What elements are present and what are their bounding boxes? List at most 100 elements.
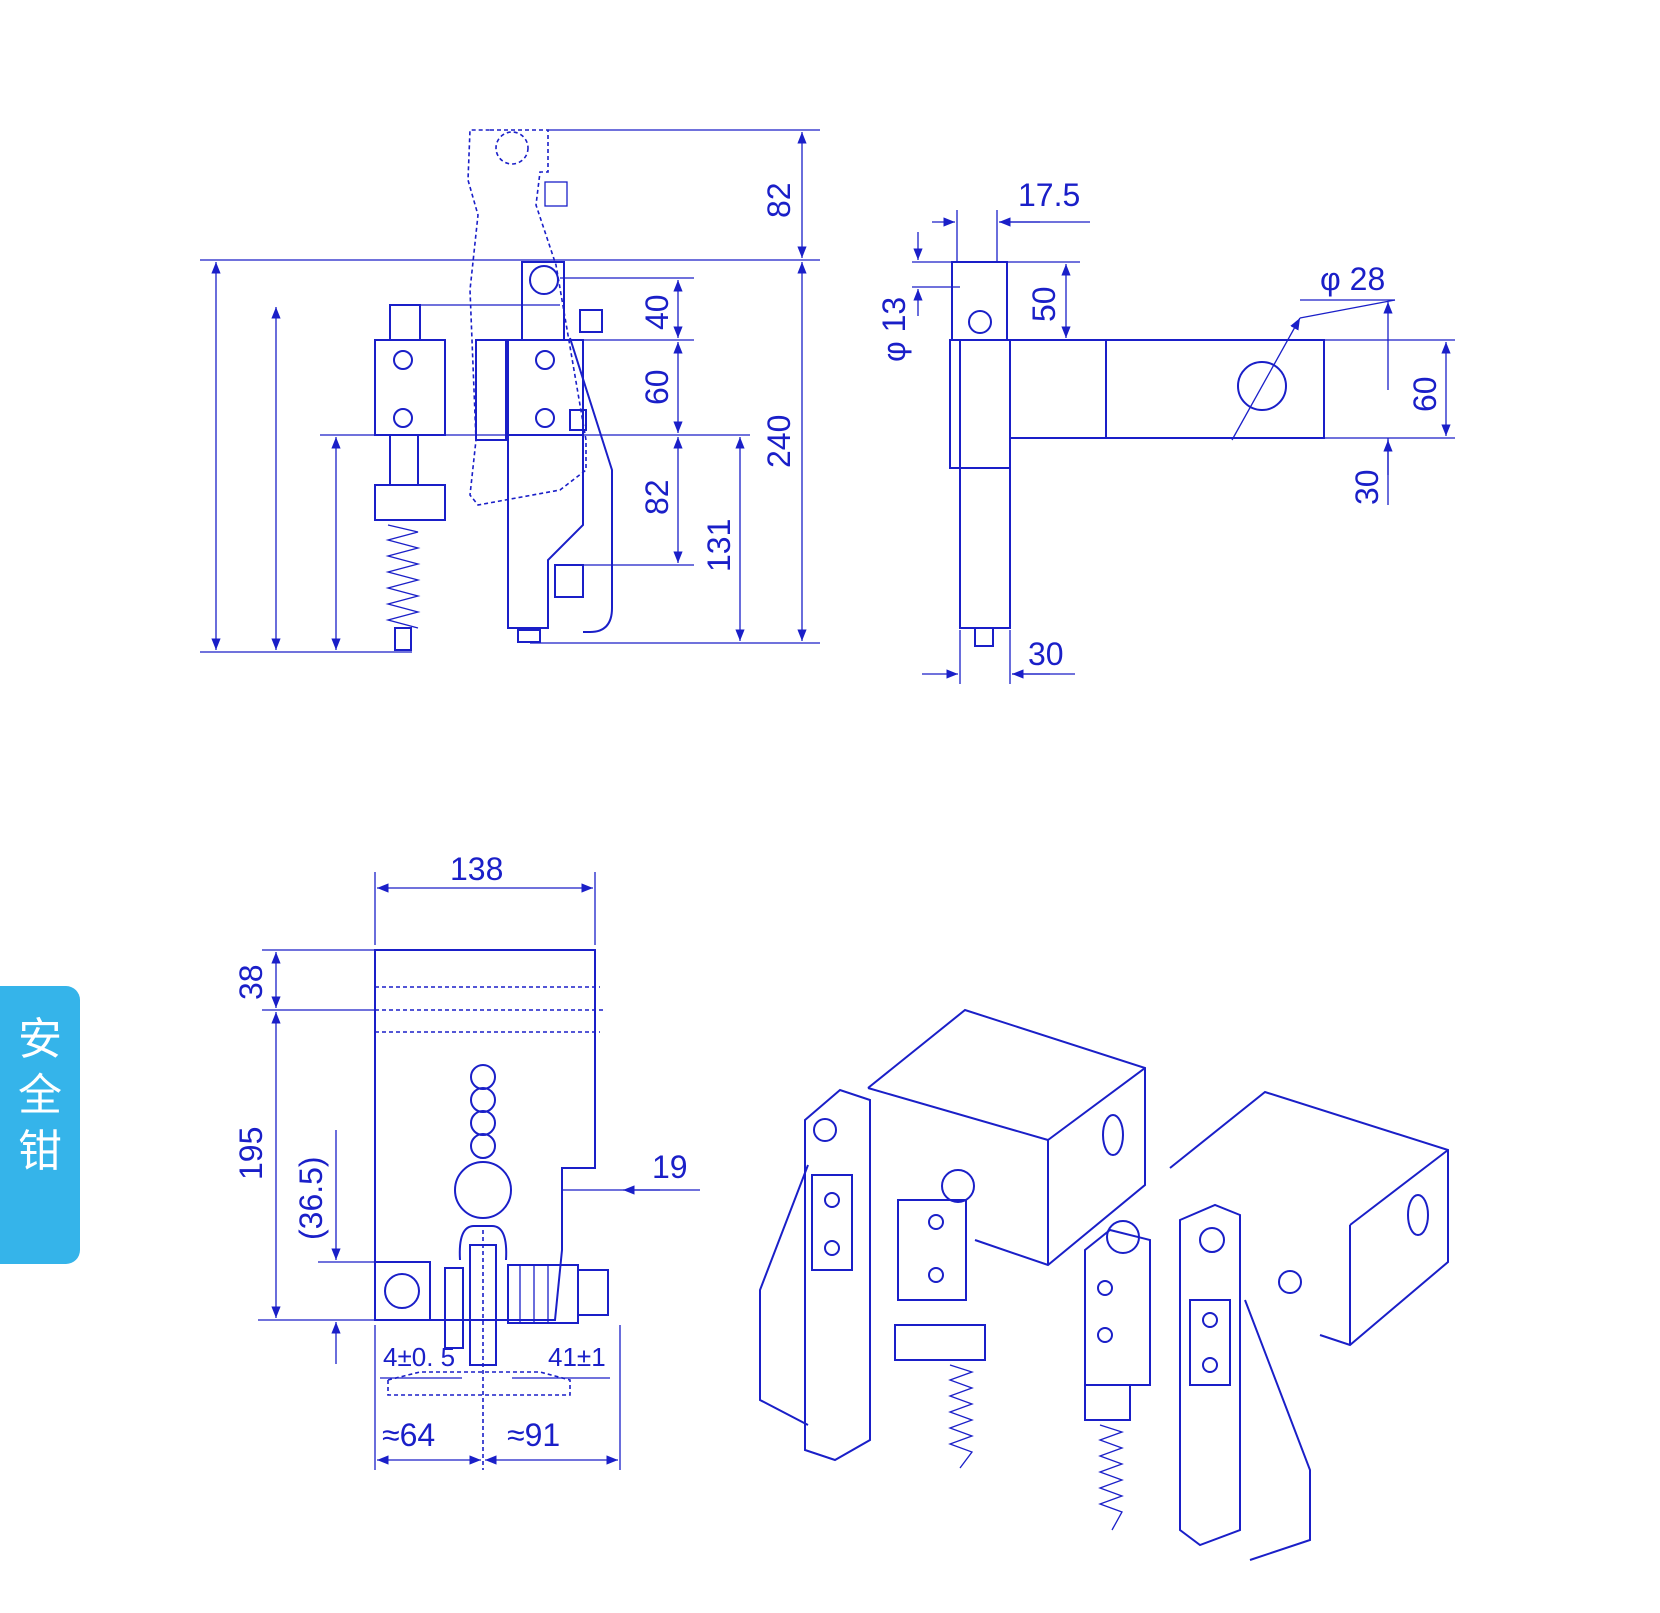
side-hole	[1237, 361, 1287, 411]
iso2-lever	[1244, 1299, 1311, 1561]
top-dim-f: 4±0. 5	[383, 1342, 455, 1372]
iso2-column	[1179, 1203, 1241, 1547]
side-dim-d: φ 28	[1320, 261, 1385, 297]
front-dashed-nut	[544, 181, 568, 207]
iso2-block	[1189, 1299, 1231, 1386]
side-dim-arrows	[913, 217, 1451, 679]
top-dim-c: 195	[233, 1127, 269, 1180]
front-dim-f: 131	[701, 519, 737, 572]
side-pin	[968, 310, 992, 334]
isometric-view-2	[1084, 1090, 1449, 1561]
front-lower-block	[374, 484, 446, 521]
top-left-nut	[384, 1273, 420, 1309]
iso1-arm-outline	[867, 1008, 1146, 1267]
side-dim-g: 30	[1028, 636, 1064, 672]
iso1-pin	[813, 1118, 837, 1142]
top-left-nut-block	[374, 1261, 431, 1321]
iso1-lower-block	[894, 1324, 986, 1361]
section-tab-char-1: 安	[18, 1014, 62, 1065]
side-arm	[1009, 339, 1325, 439]
top-view: 138 38 195 (36.5) 19 4±0. 5 41±1 ≈64 ≈91	[233, 851, 700, 1470]
isometric-view-1	[759, 1008, 1146, 1469]
iso2-wedge-block	[1084, 1228, 1151, 1386]
front-bolt-2	[393, 408, 413, 428]
front-top-nut	[389, 304, 421, 341]
iso1-lever	[759, 1164, 809, 1426]
front-dim-e: 240	[761, 415, 797, 468]
iso2-arm-outline	[1169, 1090, 1449, 1347]
iso1-arm-top	[867, 1087, 1049, 1141]
section-tab-char-3: 钳	[18, 1126, 62, 1177]
front-dim-c: 60	[639, 369, 675, 405]
side-clevis	[951, 261, 1008, 341]
top-right-nut	[577, 1269, 609, 1316]
front-view: 82 40 60 82 240 131	[200, 129, 820, 653]
top-left-shoe	[444, 1267, 464, 1349]
iso1-bolt-3	[928, 1214, 944, 1230]
top-dim-a: 138	[450, 851, 503, 887]
iso1-bolt-2	[824, 1240, 840, 1256]
front-body	[507, 434, 584, 629]
top-rail-stem	[469, 1244, 497, 1366]
iso1-bolt-1	[824, 1192, 840, 1208]
front-bolt-3	[535, 350, 555, 370]
iso1-arm-edge	[1047, 1067, 1146, 1141]
side-base-nut	[974, 627, 994, 647]
top-dim-i: ≈91	[507, 1417, 560, 1453]
front-dim-a: 82	[761, 182, 797, 218]
iso2-bolt-4	[1202, 1357, 1218, 1373]
iso2-bolt-2	[1097, 1327, 1113, 1343]
section-tab-char-2: 全	[18, 1070, 62, 1121]
front-stop-block	[554, 564, 584, 598]
front-dashed-pin	[495, 131, 529, 165]
iso2-bolt-3	[1202, 1312, 1218, 1328]
front-dim-d: 82	[639, 479, 675, 515]
top-dim-g: 41±1	[548, 1342, 606, 1372]
front-lever-nut-2	[569, 409, 587, 431]
top-slot	[454, 1064, 512, 1261]
top-dim-arrows	[271, 883, 660, 1465]
front-dashed-arm	[467, 129, 587, 506]
side-lower-block	[959, 467, 1011, 629]
iso1-hole	[1102, 1114, 1124, 1156]
side-dim-a: 17.5	[1018, 177, 1080, 213]
front-stem	[389, 434, 419, 486]
top-dim-e: 19	[652, 1149, 688, 1185]
front-bolt-1	[393, 350, 413, 370]
front-guide-rail	[475, 339, 507, 441]
iso2-spring	[1098, 1424, 1125, 1531]
front-spring-nut	[394, 627, 412, 651]
iso1-bolt-4	[928, 1267, 944, 1283]
front-dim-b: 40	[639, 294, 675, 330]
front-top-pin	[529, 265, 559, 295]
top-rail-foot	[387, 1371, 571, 1396]
top-dim-b: 38	[233, 964, 269, 1000]
iso1-top-nut	[941, 1169, 975, 1203]
top-extension-lines	[258, 872, 700, 1470]
section-tab-label: 安 全 钳	[0, 1012, 80, 1180]
front-bolt-4	[535, 408, 555, 428]
top-dim-h: ≈64	[382, 1417, 435, 1453]
front-dim-arrows	[211, 132, 807, 650]
front-lever	[569, 337, 613, 633]
top-right-roller	[507, 1264, 579, 1324]
iso2-bolt-1	[1097, 1280, 1113, 1296]
side-dim-b: φ 13	[876, 297, 912, 362]
side-dim-c: 50	[1026, 286, 1062, 322]
iso2-pin	[1199, 1227, 1225, 1253]
iso2-hole	[1407, 1194, 1429, 1236]
iso2-top-nut	[1106, 1220, 1140, 1254]
front-extension-lines	[200, 129, 820, 653]
iso2-arm-edge	[1349, 1149, 1449, 1226]
side-view: 17.5 φ 13 50 φ 28 60 30 30	[876, 177, 1455, 684]
side-dim-e: 60	[1407, 376, 1443, 412]
iso1-spring	[948, 1364, 975, 1469]
iso1-column	[804, 1088, 871, 1462]
side-dim-f: 30	[1349, 469, 1385, 505]
iso1-block	[811, 1174, 853, 1271]
side-upper-inner	[959, 339, 1011, 469]
top-dim-d: (36.5)	[293, 1156, 329, 1240]
iso2-lower-block	[1084, 1384, 1131, 1421]
iso1-wedge-block	[897, 1199, 967, 1301]
